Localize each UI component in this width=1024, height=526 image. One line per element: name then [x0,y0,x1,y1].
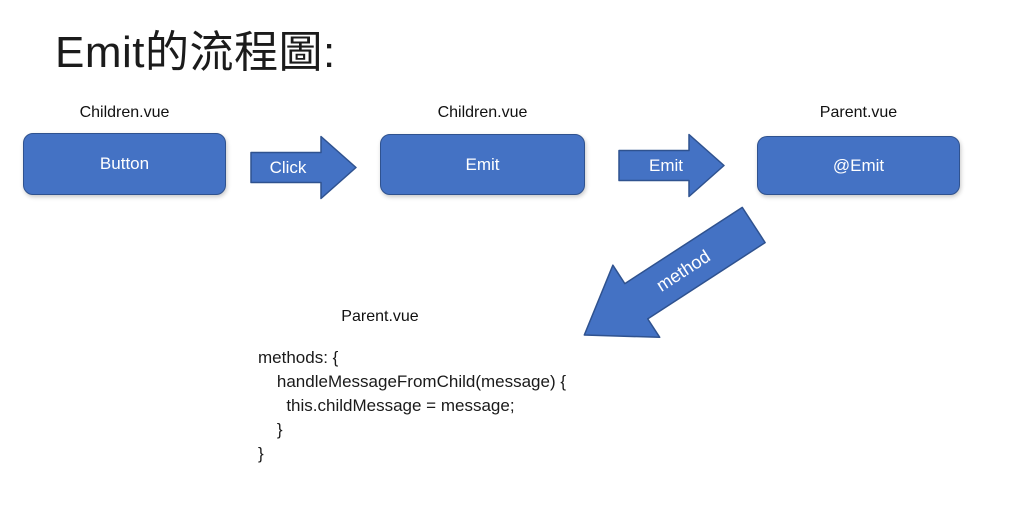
arrow-click: Click [250,135,358,200]
code-file-label: Parent.vue [341,308,419,325]
right-arrow-icon [618,133,725,198]
file-label-children-2: Children.vue [437,104,528,121]
flow-box-at-emit-label: @Emit [832,155,885,175]
right-arrow-icon [250,135,357,200]
code-block: methods: { handleMessageFromChild(messag… [258,346,566,466]
flow-box-button-label: Button [99,154,150,173]
left-arrow-icon [583,206,766,339]
arrow-method: method [558,186,780,374]
code-line: this.childMessage = message; [258,396,515,415]
flow-box-button: Button [23,133,226,195]
code-line: } [258,420,283,439]
file-label-parent: Parent.vue [819,104,898,121]
code-line: } [258,444,264,463]
code-line: methods: { [258,348,339,367]
flow-box-emit-label: Emit [465,154,500,174]
flow-box-emit: Emit [380,134,585,195]
flow-box-at-emit: @Emit [757,136,960,195]
page-title: Emit的流程圖: [55,28,336,77]
code-line: handleMessageFromChild(message) { [258,372,567,391]
file-label-children-1: Children.vue [79,104,170,121]
arrow-emit: Emit [618,133,726,198]
